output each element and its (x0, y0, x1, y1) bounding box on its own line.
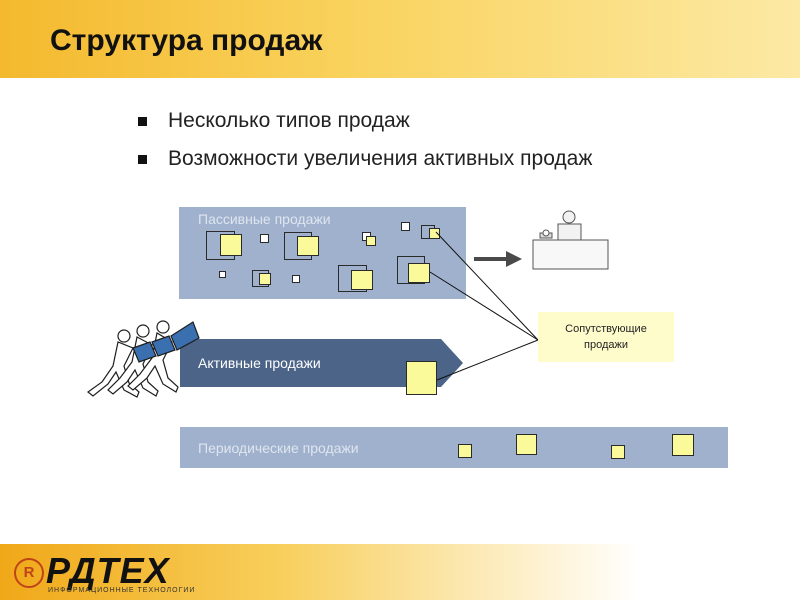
bullet-marker (138, 155, 147, 164)
bullet-text: Несколько типов продаж (168, 109, 410, 132)
bullet-marker (138, 117, 147, 126)
footer-band (0, 544, 800, 600)
connector-lines (429, 231, 539, 381)
customer-desk-icon (532, 210, 609, 270)
company-logo-name: РДТЕХ (46, 550, 170, 591)
document-square (366, 236, 376, 246)
document-square (259, 273, 271, 285)
document-square (260, 234, 269, 243)
passive-sales-label: Пассивные продажи (198, 211, 331, 227)
periodic-sales-label: Периодические продажи (198, 440, 359, 456)
company-logo-subtitle: ИНФОРМАЦИОННЫЕ ТЕХНОЛОГИИ (48, 587, 196, 594)
document-square (516, 434, 537, 455)
active-sales-arrow (180, 339, 463, 387)
movers-figure (87, 320, 200, 398)
bullet-text: Возможности увеличения активных продаж (168, 147, 593, 170)
document-square (292, 275, 300, 283)
active-sales-label: Активные продажи (198, 355, 321, 371)
company-logo-mark: R (14, 558, 44, 588)
title-bar (0, 0, 800, 78)
document-square (429, 228, 440, 239)
document-square (220, 234, 242, 256)
related-sales-text: Сопутствующие продажи (565, 323, 647, 351)
slide-title: Структура продаж (50, 24, 323, 57)
sales-arrow-icon (474, 251, 522, 267)
document-square (297, 236, 319, 256)
document-square (406, 361, 437, 395)
document-square (401, 222, 410, 231)
document-square (672, 434, 694, 456)
document-square (458, 444, 472, 458)
related-sales-note: Сопутствующие продажи (538, 312, 674, 362)
bullet-list: Несколько типов продаж Возможности увели… (138, 104, 592, 180)
document-square (611, 445, 625, 459)
document-square (351, 270, 373, 290)
bullet-item: Несколько типов продаж (138, 104, 592, 142)
bullet-item: Возможности увеличения активных продаж (138, 142, 592, 180)
document-square (219, 271, 226, 278)
document-square (408, 263, 430, 283)
periodic-sales-panel (180, 427, 728, 468)
